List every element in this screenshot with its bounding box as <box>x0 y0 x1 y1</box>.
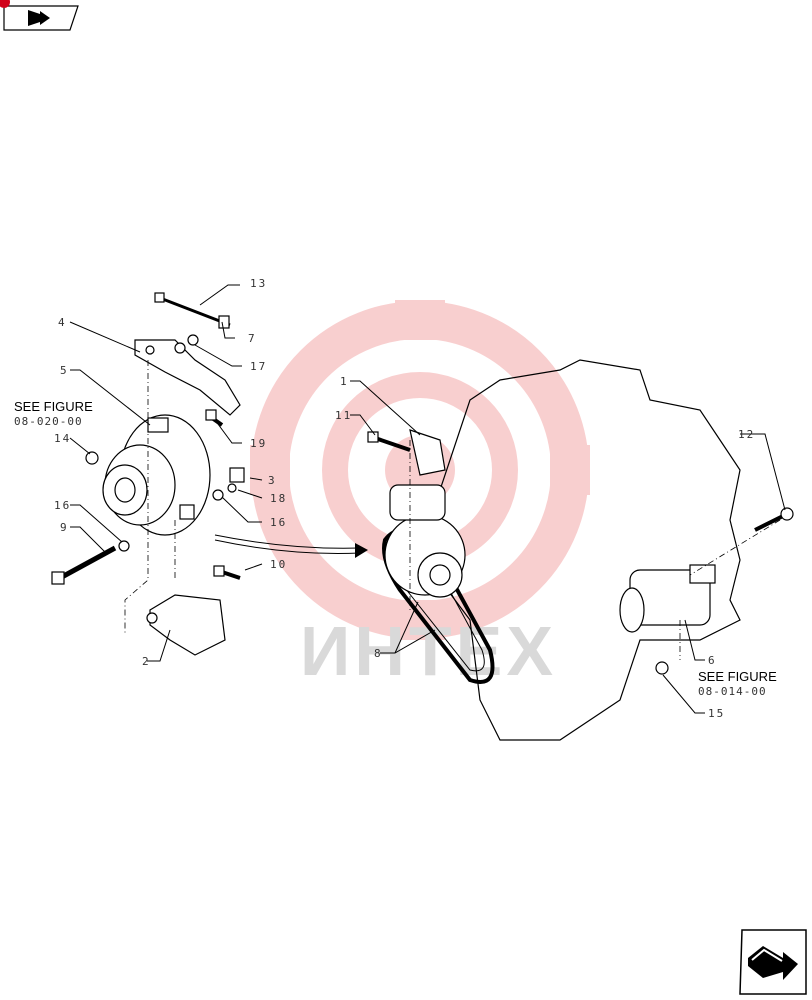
pump-pulley <box>384 429 466 598</box>
callout-7: 7 <box>248 332 257 345</box>
callout-19: 19 <box>250 437 267 450</box>
nut-15 <box>655 661 669 675</box>
callout-16: 16 <box>54 499 71 512</box>
callout-13: 13 <box>250 277 267 290</box>
callout-17: 17 <box>250 360 267 373</box>
bolt-19 <box>205 409 224 427</box>
callout-2: 2 <box>142 655 151 668</box>
next-arrow-icon[interactable] <box>738 928 808 996</box>
alternator <box>102 414 211 536</box>
callout-1: 1 <box>340 375 349 388</box>
callout-6: 6 <box>708 654 717 667</box>
bolt-13 <box>154 292 231 327</box>
callout-9: 9 <box>60 521 69 534</box>
nut-14 <box>85 451 99 465</box>
callout-4: 4 <box>58 316 67 329</box>
callout-18: 18 <box>270 492 287 505</box>
back-arrow-icon[interactable] <box>0 0 80 34</box>
callout-14: 14 <box>54 432 71 445</box>
bolt-10 <box>213 565 241 580</box>
engine-block <box>429 359 741 741</box>
callout-15: 15 <box>708 707 725 720</box>
callout-11: 11 <box>335 409 352 422</box>
see-figure-label-2: SEE FIGURE <box>698 669 777 684</box>
nut-7 <box>218 315 230 329</box>
starter-motor <box>619 564 716 633</box>
see-figure-label: SEE FIGURE <box>14 399 93 414</box>
see-figure-ref[interactable]: 08-020-00 <box>14 415 83 428</box>
washer-16 <box>118 540 130 552</box>
callout-10: 10 <box>270 558 287 571</box>
nut-3 <box>229 467 245 483</box>
washer-16b <box>212 489 224 501</box>
callout-16b: 16 <box>270 516 287 529</box>
bolt-12 <box>754 507 794 532</box>
callout-8: 8 <box>374 647 383 660</box>
washer-18 <box>227 483 237 493</box>
washer-17 <box>187 334 199 346</box>
callout-3: 3 <box>268 474 277 487</box>
callout-5: 5 <box>60 364 69 377</box>
mounting-support <box>149 594 226 656</box>
bolt-9 <box>51 545 117 585</box>
see-figure-ref-2[interactable]: 08-014-00 <box>698 685 767 698</box>
callout-12: 12 <box>738 428 755 441</box>
